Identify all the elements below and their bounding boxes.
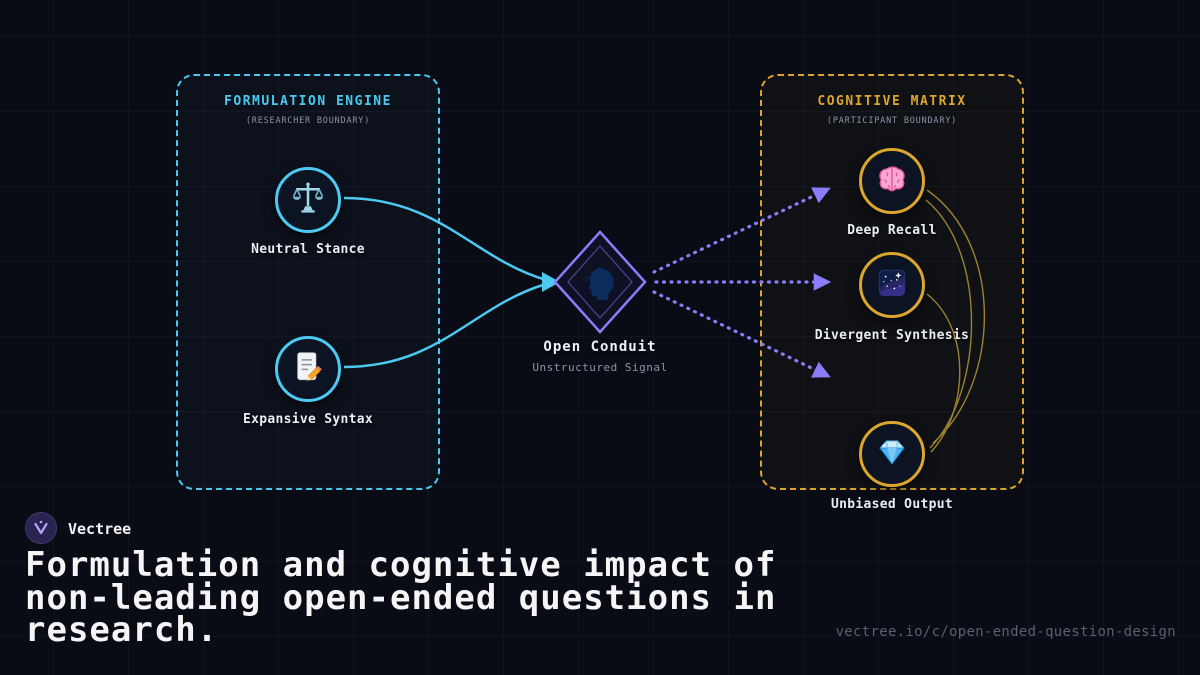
galaxy-icon xyxy=(873,264,911,306)
cognitive-matrix-title: COGNITIVE MATRIX xyxy=(817,94,967,109)
cognitive-matrix-panel: COGNITIVE MATRIX (PARTICIPANT BOUNDARY) … xyxy=(760,74,1024,512)
formulation-engine-panel: FORMULATION ENGINE (RESEARCHER BOUNDARY)… xyxy=(176,74,440,490)
document-pencil-icon xyxy=(289,348,327,390)
unbiased-output-label: Unbiased Output xyxy=(831,497,953,512)
expansive-syntax-label: Expansive Syntax xyxy=(242,412,374,427)
neutral-stance-node xyxy=(275,167,341,233)
unstructured-signal-label: Unstructured Signal xyxy=(532,361,668,374)
participant-boundary-subtitle: (PARTICIPANT BOUNDARY) xyxy=(826,116,958,126)
gem-icon xyxy=(873,433,911,475)
deep-recall-node xyxy=(859,148,925,214)
formulation-engine-title: FORMULATION ENGINE xyxy=(224,94,392,109)
page-title: Formulation and cognitive impact of non-… xyxy=(25,545,777,650)
scales-icon xyxy=(289,179,327,221)
vectree-logo xyxy=(25,512,57,544)
expansive-syntax-node xyxy=(275,336,341,402)
deep-recall-label: Deep Recall xyxy=(847,223,937,238)
open-conduit-node xyxy=(550,227,650,337)
divergent-synthesis-node xyxy=(859,252,925,318)
unbiased-output-node xyxy=(859,421,925,487)
head-silhouette-icon xyxy=(585,267,614,300)
brand-name: Vectree xyxy=(68,520,132,538)
divergent-synthesis-label: Divergent Synthesis xyxy=(814,328,970,343)
footer-url: vectree.io/c/open-ended-question-design xyxy=(835,624,1176,640)
researcher-boundary-subtitle: (RESEARCHER BOUNDARY) xyxy=(245,116,371,126)
open-conduit-label: Open Conduit xyxy=(543,339,657,355)
brain-icon xyxy=(873,160,911,202)
neutral-stance-label: Neutral Stance xyxy=(251,242,365,257)
